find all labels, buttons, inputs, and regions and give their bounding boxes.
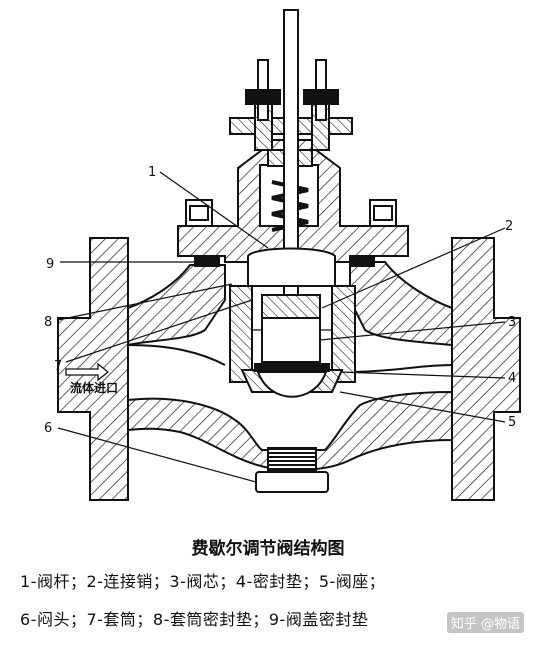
valve-plug <box>261 317 321 363</box>
valve-cross-section-diagram: 1 2 3 4 5 6 7 8 9 流体进口 <box>44 9 521 501</box>
legend-line-1: 1-阀杆；2-连接销；3-阀芯；4-密封垫；5-阀座； <box>20 572 386 591</box>
bonnet-gasket <box>194 257 220 267</box>
leader-2 <box>321 227 506 309</box>
callout-1: 1 <box>148 165 156 180</box>
callout-3: 3 <box>508 315 516 330</box>
cage-left <box>229 285 253 383</box>
callout-2: 2 <box>505 219 513 234</box>
upper-body-wall <box>127 264 226 347</box>
leader-8 <box>57 283 233 321</box>
callout-7: 7 <box>54 359 62 374</box>
spring <box>271 180 309 232</box>
flow-arrow <box>65 362 110 382</box>
watermark: 知乎 @物语 <box>446 612 524 633</box>
leader-4 <box>339 371 506 379</box>
callout-5: 5 <box>508 415 516 430</box>
bottom-plug-head <box>255 471 329 493</box>
legend-line-2: 6-闷头；7-套筒；8-套筒密封垫；9-阀盖密封垫 <box>20 610 369 629</box>
leader-7 <box>65 299 253 363</box>
cage-right <box>331 285 356 383</box>
plug-tip <box>256 371 328 398</box>
stem-connector <box>247 247 336 287</box>
connecting-pin <box>261 294 321 320</box>
seal-gasket <box>254 363 330 372</box>
right-flange <box>451 237 521 501</box>
leader-5 <box>339 391 506 423</box>
callout-4: 4 <box>508 371 516 386</box>
callout-6: 6 <box>44 421 52 436</box>
diagram-title: 费歇尔调节阀结构图 <box>191 539 345 559</box>
callout-9: 9 <box>46 257 54 272</box>
lower-body-wall <box>127 390 453 471</box>
leader-3 <box>319 321 506 341</box>
nut-top-left <box>245 89 281 105</box>
bottom-plug-thread <box>267 447 317 471</box>
leader-6 <box>57 427 257 483</box>
nut-top-right <box>303 89 339 105</box>
leader-1 <box>159 171 269 249</box>
callout-8: 8 <box>44 315 52 330</box>
flow-inlet-label: 流体进口 <box>70 380 118 395</box>
